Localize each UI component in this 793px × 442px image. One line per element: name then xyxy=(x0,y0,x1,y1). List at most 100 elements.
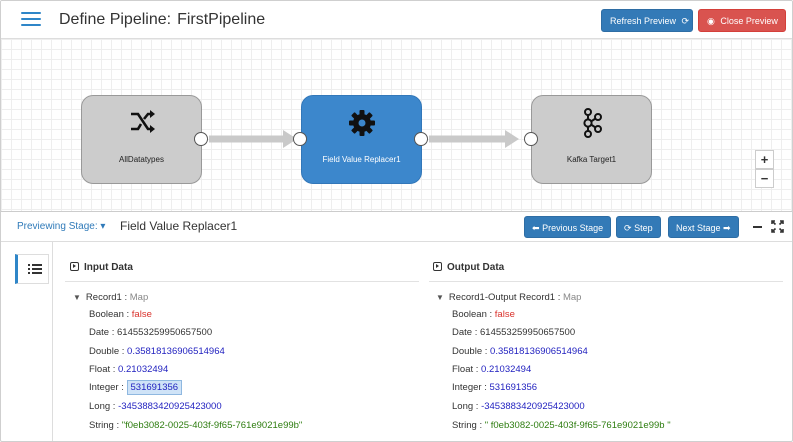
arrow-right-icon: ➡ xyxy=(723,223,731,233)
field-value: false xyxy=(494,309,515,320)
divider xyxy=(429,281,783,282)
page-title: Define Pipeline: FirstPipeline xyxy=(59,11,265,29)
field-value: -3453883420925423000 xyxy=(118,401,222,412)
field-value: "f0eb3082-0025-403f-9f65-761e9021e99b" xyxy=(121,420,303,431)
field-value: 531691356 xyxy=(489,382,538,393)
output-port[interactable] xyxy=(414,132,428,146)
list-view-tab[interactable] xyxy=(15,254,49,284)
close-preview-label: Close Preview xyxy=(720,16,778,26)
previous-stage-button[interactable]: ⬅ Previous Stage xyxy=(524,216,612,238)
eye-slash-icon: ◉ xyxy=(707,16,715,26)
output-record-header[interactable]: ▼ Record1-Output Record1 : Map xyxy=(436,292,581,303)
output-field-float: Float : 0.21032494 xyxy=(452,364,531,375)
arrow-left-icon: ⬅ xyxy=(532,223,540,233)
expand-icon[interactable] xyxy=(771,220,784,233)
zoom-in-button[interactable]: + xyxy=(755,150,774,169)
field-key: Integer : xyxy=(89,382,124,393)
stage-node-alldatatypes[interactable]: AllDatatypes xyxy=(81,95,202,184)
input-field-double: Double : 0.35818136906514964 xyxy=(89,346,225,357)
edge-replacer-to-kafka[interactable] xyxy=(429,130,519,148)
stage-node-field-value-replacer[interactable]: Field Value Replacer1 xyxy=(301,95,422,184)
field-key: Long : xyxy=(89,401,116,412)
input-field-string: String : "f0eb3082-0025-403f-9f65-761e90… xyxy=(89,420,302,431)
field-value: 0.35818136906514964 xyxy=(490,346,588,357)
field-value: 0.21032494 xyxy=(481,364,532,375)
field-key: Float : xyxy=(452,364,479,375)
refresh-icon: ⟳ xyxy=(624,223,632,233)
input-port[interactable] xyxy=(524,132,538,146)
close-preview-button[interactable]: ◉ Close Preview xyxy=(698,9,786,32)
pipeline-edges xyxy=(209,130,519,148)
next-stage-label: Next Stage xyxy=(676,223,721,233)
header: Define Pipeline: FirstPipeline Refresh Pr… xyxy=(1,1,792,39)
field-value-selected[interactable]: 531691356 xyxy=(126,380,183,395)
record-name: Record1 : xyxy=(85,292,128,303)
input-data-title: Input Data xyxy=(70,262,133,273)
field-key: String : xyxy=(452,420,483,431)
step-button[interactable]: ⟳ Step xyxy=(616,216,661,238)
field-value: 0.21032494 xyxy=(118,364,169,375)
input-port[interactable] xyxy=(293,132,307,146)
field-value: -3453883420925423000 xyxy=(481,401,585,412)
field-key: Long : xyxy=(452,401,479,412)
minimize-icon[interactable] xyxy=(753,226,762,228)
pipeline-canvas[interactable]: AllDatatypes xyxy=(1,39,792,212)
input-field-float: Float : 0.21032494 xyxy=(89,364,168,375)
stage-node-kafka-target[interactable]: Kafka Target1 xyxy=(531,95,652,184)
output-field-integer: Integer : 531691356 xyxy=(452,382,537,393)
field-value: 614553259950657500 xyxy=(480,327,576,338)
record-name: Record1-Output Record1 : xyxy=(448,292,561,303)
field-value: " f0eb3082-0025-403f-9f65-761e9021e99b " xyxy=(484,420,671,431)
field-key: Date : xyxy=(452,327,478,338)
refresh-icon: ⟳ xyxy=(681,16,690,26)
stage-label: AllDatatypes xyxy=(119,155,164,164)
step-label: Step xyxy=(634,223,653,233)
field-value: 0.35818136906514964 xyxy=(127,346,225,357)
edge-origin-to-replacer[interactable] xyxy=(209,130,297,148)
preview-toolbar: Previewing Stage: ▾ Field Value Replacer… xyxy=(1,212,792,242)
output-port[interactable] xyxy=(194,132,208,146)
next-stage-button[interactable]: Next Stage ➡ xyxy=(668,216,739,238)
shuffle-icon xyxy=(82,108,201,136)
field-key: Double : xyxy=(89,346,125,357)
menu-icon[interactable] xyxy=(21,12,41,28)
previewing-stage-dropdown[interactable]: Previewing Stage: ▾ xyxy=(17,221,106,232)
output-field-long: Long : -3453883420925423000 xyxy=(452,401,585,412)
field-key: Boolean : xyxy=(452,309,493,320)
previewing-stage-name: Field Value Replacer1 xyxy=(120,219,238,233)
stage-label: Field Value Replacer1 xyxy=(322,155,401,164)
title-prefix: Define Pipeline: xyxy=(59,11,172,28)
gear-icon xyxy=(302,108,421,136)
record-icon xyxy=(70,262,79,271)
input-data-label: Input Data xyxy=(84,262,133,273)
field-key: Boolean : xyxy=(89,309,130,320)
output-field-string: String : " f0eb3082-0025-403f-9f65-761e9… xyxy=(452,420,671,431)
output-field-double: Double : 0.35818136906514964 xyxy=(452,346,588,357)
side-divider xyxy=(52,242,53,441)
list-icon xyxy=(28,264,42,274)
zoom-out-button[interactable]: − xyxy=(755,169,774,188)
output-data-label: Output Data xyxy=(447,262,505,273)
previous-stage-label: Previous Stage xyxy=(542,223,604,233)
stage-label: Kafka Target1 xyxy=(566,155,617,164)
collapse-triangle-icon[interactable]: ▼ xyxy=(73,293,81,302)
kafka-icon xyxy=(532,108,651,138)
field-key: Integer : xyxy=(452,382,487,393)
output-field-boolean: Boolean : false xyxy=(452,309,515,320)
record-type: Map xyxy=(129,292,149,303)
field-value: false xyxy=(131,309,152,320)
record-icon xyxy=(433,262,442,271)
output-data-title: Output Data xyxy=(433,262,504,273)
refresh-preview-button[interactable]: Refresh Preview ⟳ xyxy=(601,9,693,32)
input-record-header[interactable]: ▼ Record1 : Map xyxy=(73,292,148,303)
input-field-integer: Integer : 531691356 xyxy=(89,380,183,395)
field-key: Float : xyxy=(89,364,116,375)
field-key: Date : xyxy=(89,327,115,338)
refresh-preview-label: Refresh Preview xyxy=(610,16,677,26)
output-field-date: Date : 614553259950657500 xyxy=(452,327,575,338)
pipeline-name: FirstPipeline xyxy=(177,11,266,28)
collapse-triangle-icon[interactable]: ▼ xyxy=(436,293,444,302)
field-key: String : xyxy=(89,420,120,431)
record-type: Map xyxy=(562,292,582,303)
